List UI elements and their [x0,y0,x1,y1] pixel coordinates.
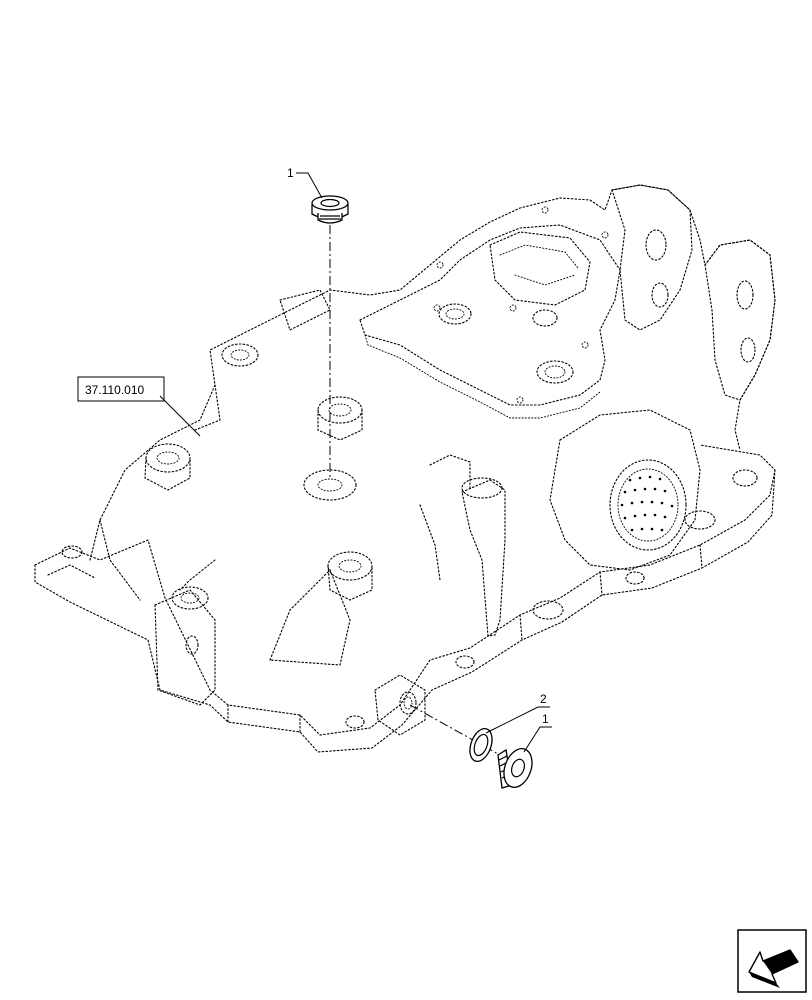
callout-plug-bottom[interactable]: 1 [523,712,552,753]
plug-bottom[interactable] [497,745,537,791]
reference-label: 37.110.010 [85,383,144,397]
washer[interactable] [466,726,496,765]
housing-outline [34,184,776,753]
navigation-arrow-icon[interactable] [737,929,807,993]
filter-mesh [620,475,674,532]
callout-number: 1 [542,712,549,726]
callout-number: 1 [287,166,294,180]
callout-washer[interactable]: 2 [485,692,550,734]
reference-box[interactable]: 37.110.010 [77,376,201,437]
plug-top[interactable] [311,195,349,224]
callout-plug-top[interactable]: 1 [287,166,323,199]
callout-number: 2 [540,692,547,706]
